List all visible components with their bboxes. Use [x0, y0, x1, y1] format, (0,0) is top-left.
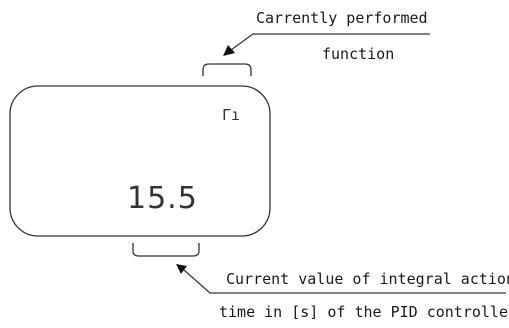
bottom-callout-line2: time in [s] of the PID controller	[219, 303, 509, 321]
top-callout-line2: function	[322, 45, 394, 63]
top-leader-line	[230, 33, 430, 51]
top-brace	[202, 63, 252, 76]
function-indicator: Γı	[222, 106, 240, 124]
controller-display	[9, 85, 271, 237]
displayed-value: 15.5	[127, 181, 198, 216]
top-arrowhead	[223, 45, 235, 56]
bottom-arrowhead	[176, 264, 187, 274]
top-callout-line1: Carrently performed	[256, 9, 428, 27]
bottom-brace	[132, 243, 200, 257]
bottom-leader-line	[183, 269, 506, 294]
bottom-callout-line1: Current value of integral action	[226, 270, 509, 288]
